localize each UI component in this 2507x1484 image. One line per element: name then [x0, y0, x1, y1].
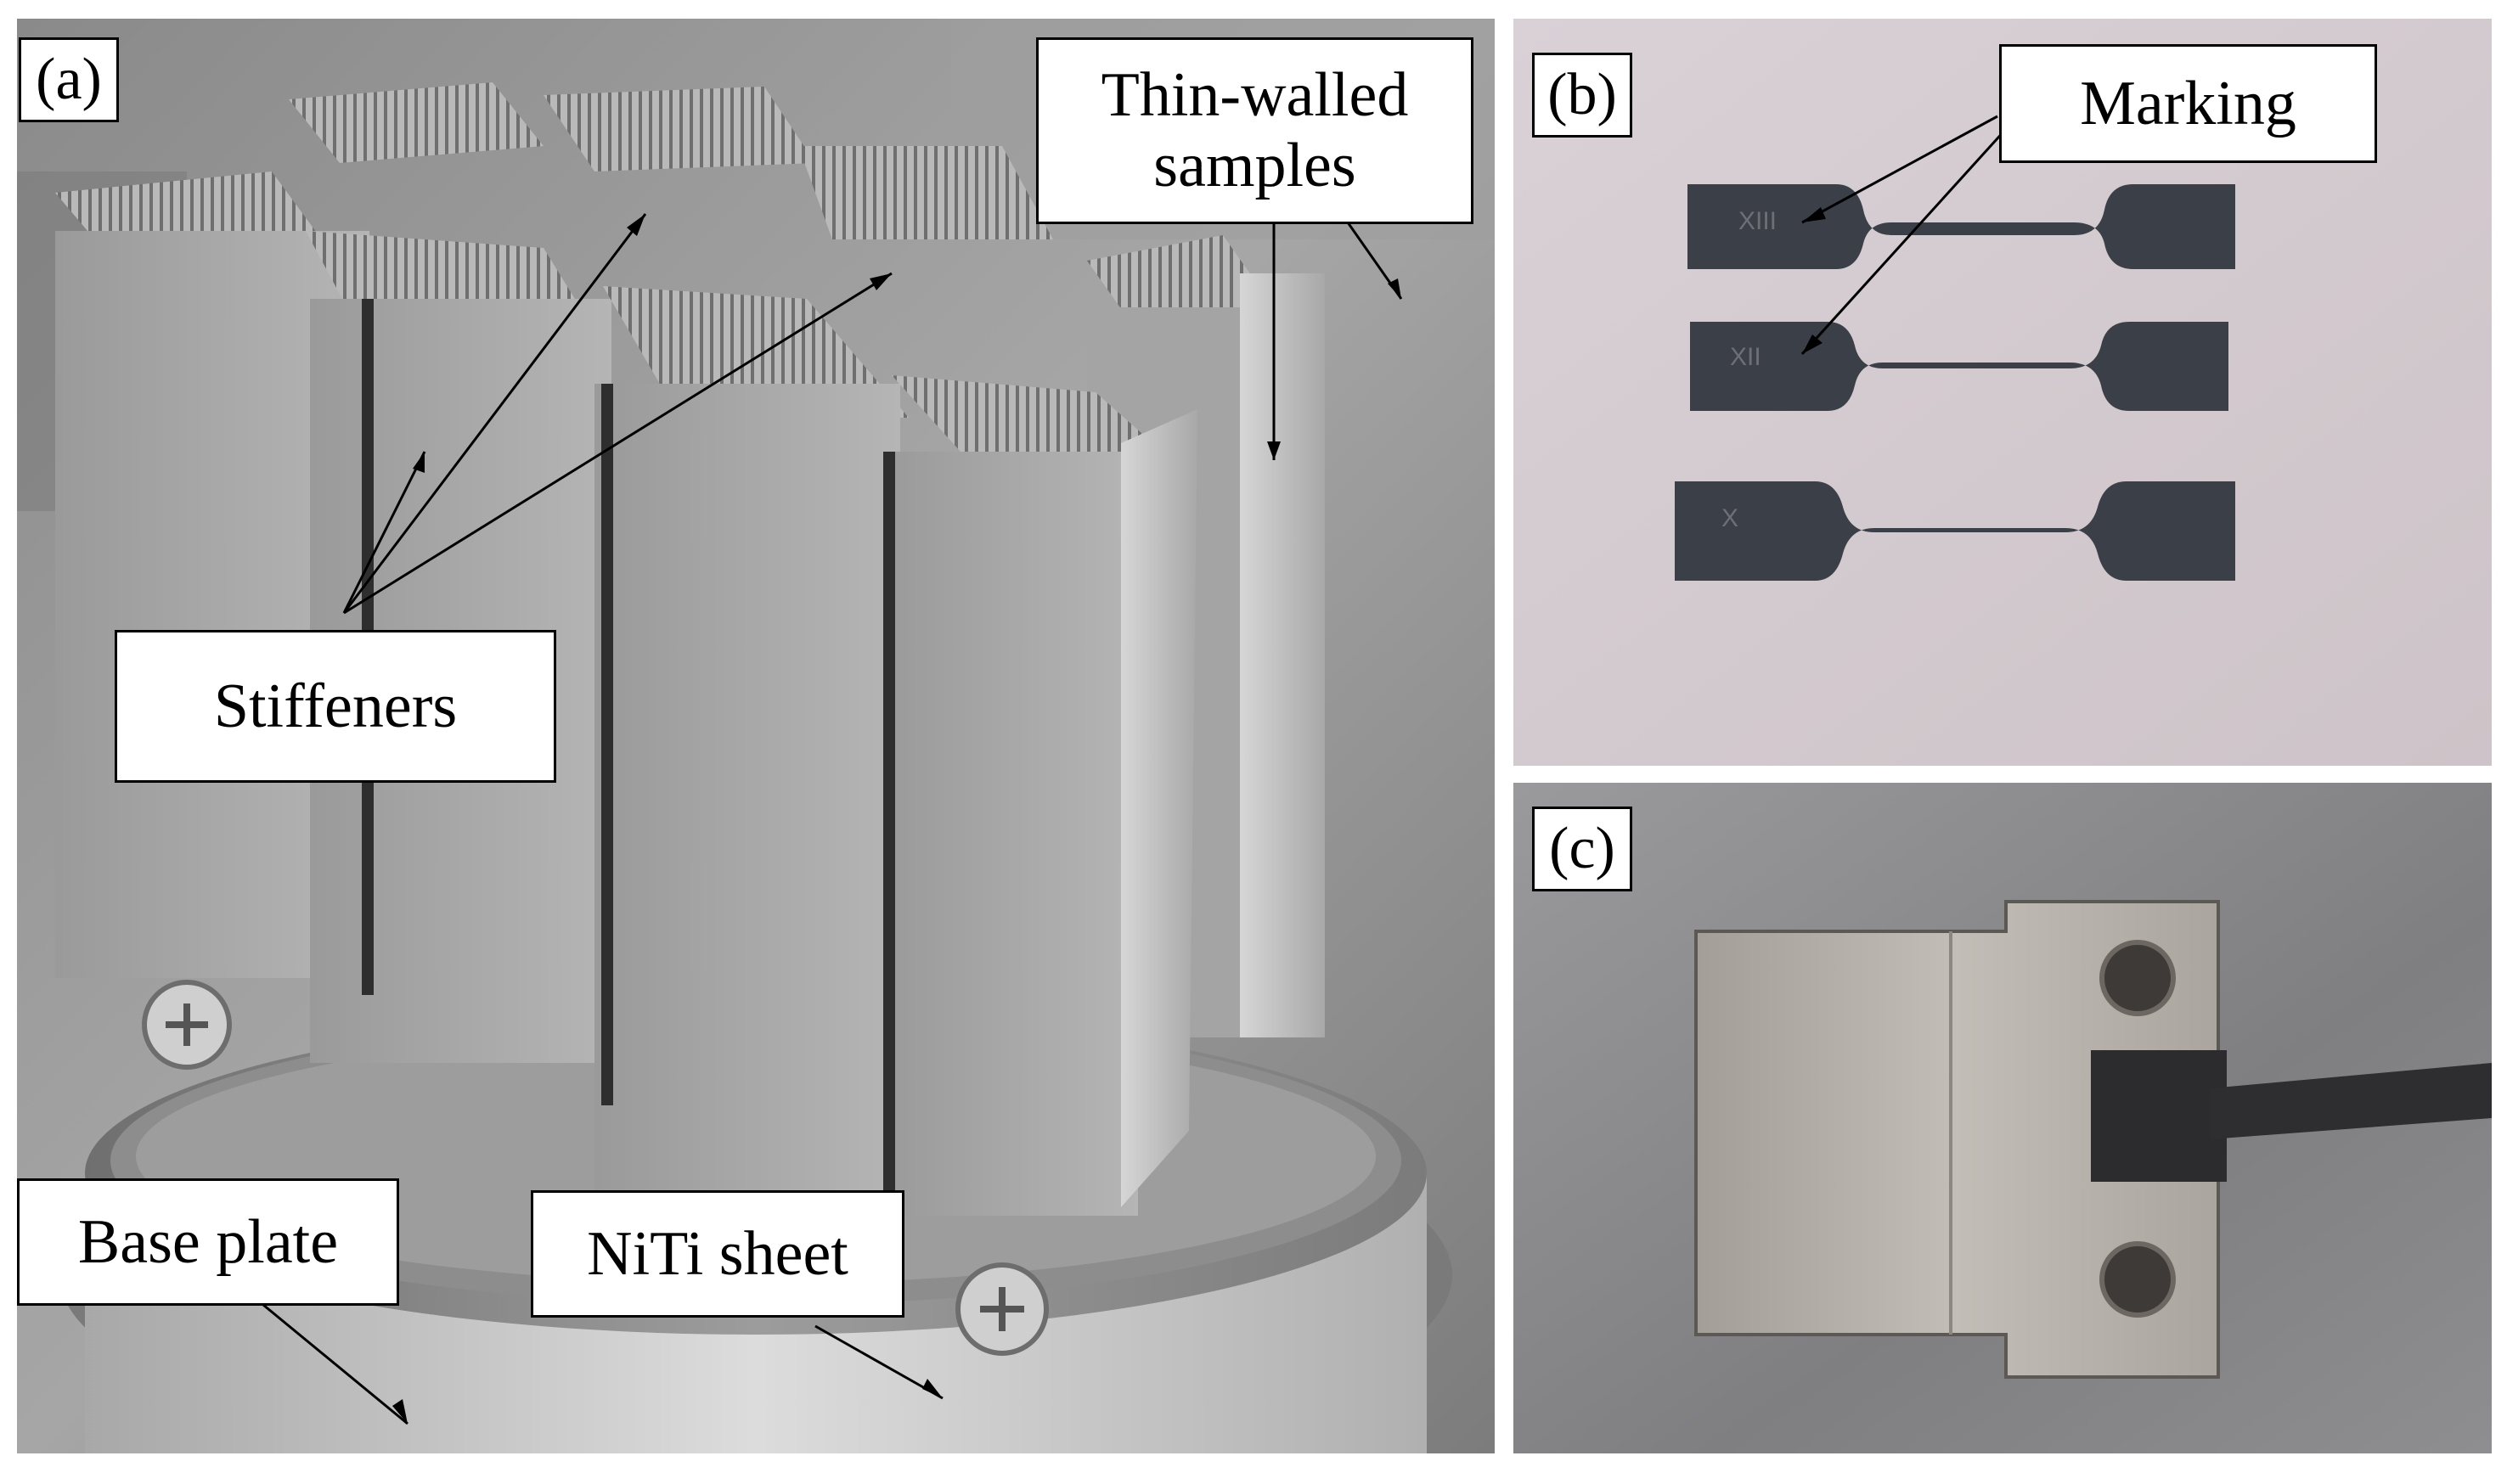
- annotation-arrows: [262, 213, 1403, 1425]
- arrow-heads: [392, 214, 1401, 1424]
- front-row-samples: [55, 171, 1197, 1216]
- grip-fixture: [1694, 900, 2227, 1379]
- dogbone-specimens: [1675, 184, 2235, 581]
- screw-icon: [142, 980, 232, 1070]
- specimen-tab: [2210, 1063, 2492, 1139]
- marking-arrow-heads: [1802, 207, 1826, 354]
- photo-specimen-grip: [1513, 783, 2492, 1453]
- screw-icon: [955, 1262, 1049, 1356]
- marking-arrows: [1800, 115, 2008, 356]
- panel-a: (a) Thin-walled samples Stiffeners Base …: [17, 19, 1495, 1453]
- photo-tensile-specimens: [1513, 19, 2492, 766]
- photo-build-plate: [17, 19, 1495, 1453]
- panel-c: (c): [1513, 783, 2492, 1453]
- panel-b: (b) Marking XIII XII X: [1513, 19, 2492, 766]
